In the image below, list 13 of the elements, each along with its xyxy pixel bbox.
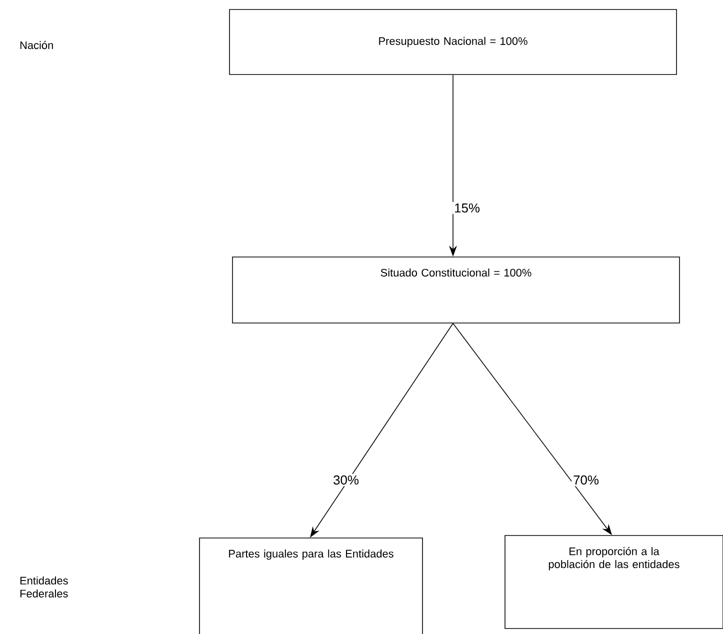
box-text: Presupuesto Nacional = 100% bbox=[379, 36, 528, 48]
level-label: Entidades Federales bbox=[20, 576, 68, 598]
text-box bbox=[229, 9, 677, 75]
text-box bbox=[232, 256, 680, 324]
text-box bbox=[199, 538, 423, 634]
box-text: En proporción a la población de las entidades bbox=[548, 547, 680, 570]
box-text: Situado Constitucional = 100% bbox=[380, 268, 532, 277]
level-label: Nación bbox=[20, 40, 53, 50]
text-box bbox=[504, 535, 723, 629]
edge-label: 30% bbox=[332, 474, 360, 486]
edge-label: 15% bbox=[452, 202, 482, 214]
edge-label: 70% bbox=[572, 474, 600, 486]
box-text: Partes iguales para las Entidades bbox=[229, 550, 394, 560]
